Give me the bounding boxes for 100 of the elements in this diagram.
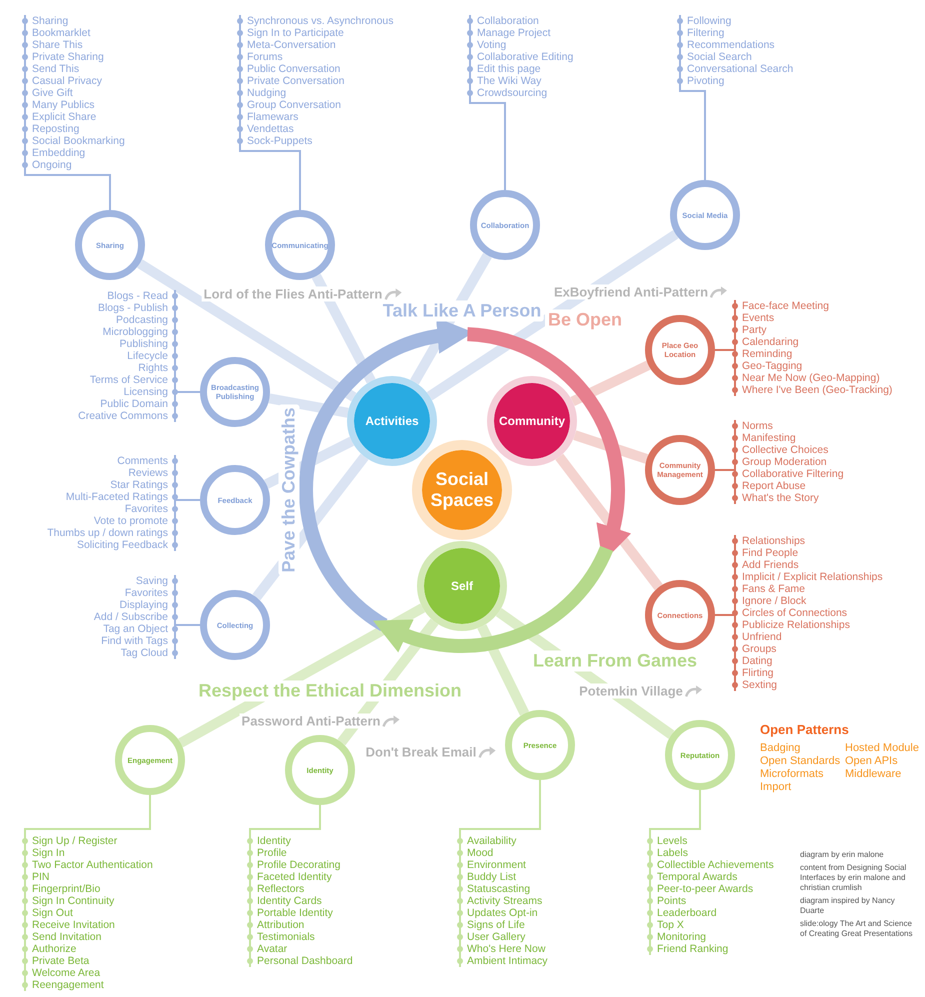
list-item: Manage Project <box>477 27 551 39</box>
list-item: Statuscasting <box>467 883 530 895</box>
list-item: Reengagement <box>32 979 104 991</box>
list-item: Send This <box>32 63 80 75</box>
list-item: Dating <box>742 655 772 667</box>
list-item: Following <box>687 15 732 27</box>
list-item: Add / Subscribe <box>94 611 168 623</box>
connector-line <box>137 259 356 402</box>
list-item: Collaborative Editing <box>477 51 574 63</box>
connector-line <box>252 454 369 600</box>
anti-pattern-label: Lord of the Flies Anti-Pattern <box>202 286 384 302</box>
list-item: Find People <box>742 547 798 559</box>
list-item: Public Conversation <box>247 63 340 75</box>
list-item: Peer-to-peer Awards <box>657 883 754 895</box>
list-item: Two Factor Authentication <box>32 859 153 871</box>
heading: Open Patterns <box>760 722 849 737</box>
list-item: Star Ratings <box>110 479 168 491</box>
list-item: Badging <box>760 742 800 754</box>
list-item: Ongoing <box>32 159 72 171</box>
list-item: Unfriend <box>742 631 782 643</box>
list-item: Fans & Fame <box>742 583 806 595</box>
list-item: Fingerprint/Bio <box>32 883 100 895</box>
list-item: Near Me Now (Geo-Mapping) <box>742 372 880 384</box>
connector-line <box>268 393 349 418</box>
list-item: Meta-Conversation <box>247 39 336 51</box>
list-item: Implicit / Explicit Relationships <box>742 571 883 583</box>
list-item: Give Gift <box>32 87 73 99</box>
list-item: Authorize <box>32 943 76 955</box>
list-item: Identity <box>257 835 291 847</box>
list-item: Displaying <box>120 599 168 611</box>
list-item: Availability <box>467 835 516 847</box>
list-item: Crowdsourcing <box>477 87 548 99</box>
list-item: Comments <box>117 455 168 467</box>
list-item: Open Standards <box>760 755 840 767</box>
list-item: Soliciting Feedback <box>76 539 168 551</box>
hub-label: Self <box>450 579 473 593</box>
list-item: Share This <box>32 39 83 51</box>
list-item: Terms of Service <box>90 374 168 386</box>
list-item: Profile <box>257 847 287 859</box>
list-item: Receive Invitation <box>32 919 115 931</box>
connector-line <box>555 454 663 590</box>
list-item: Open APIs <box>845 755 898 767</box>
list-item: Activity Streams <box>467 895 542 907</box>
connector-line <box>570 360 651 406</box>
anti-pattern-label: Don't Break Email <box>364 744 478 760</box>
list-item: Blogs - Read <box>107 290 168 302</box>
connector-line <box>573 430 648 464</box>
list-item: Testimonials <box>257 931 315 943</box>
list-item: Forums <box>247 51 283 63</box>
list-item: Avatar <box>257 943 288 955</box>
list-item: Sign In to Participate <box>247 27 344 39</box>
list-item: Blogs - Publish <box>98 302 168 314</box>
credit-text: content from Designing Social Interfaces by erin malone and christian crumlish <box>800 863 908 893</box>
list-item: Updates Opt-in <box>467 907 538 919</box>
list-item: Public Domain <box>100 398 168 410</box>
list-item: Many Publics <box>32 99 94 111</box>
list-item: Calendaring <box>742 336 799 348</box>
list-item: User Gallery <box>467 931 526 943</box>
list-item: Groups <box>742 643 776 655</box>
list-item: Lifecycle <box>127 350 168 362</box>
list-item: Collaborative Filtering <box>742 468 844 480</box>
list-item: Where I've Been (Geo-Tracking) <box>742 384 892 396</box>
list-item: Collective Choices <box>742 444 828 456</box>
hub-label: Community <box>499 414 565 428</box>
list-item: Vendettas <box>247 123 294 135</box>
list-item: Party <box>742 324 767 336</box>
list-item: Sharing <box>32 15 68 27</box>
credit-text: slide:ology The Art and Science of Creating Great Presentations <box>800 919 914 939</box>
principle-label: Pave the Cowpaths <box>278 404 300 576</box>
list-item: Geo-Tagging <box>742 360 802 372</box>
list-item: Faceted Identity <box>257 871 332 883</box>
list-item: Synchronous vs. Asynchronous <box>247 15 394 27</box>
list-item: Top X <box>657 919 684 931</box>
list-item: Saving <box>136 575 168 587</box>
list-item: Ambient Intimacy <box>467 955 548 967</box>
list-item: Publicize Relationships <box>742 619 850 631</box>
list-item: Publishing <box>120 338 168 350</box>
list-item: Voting <box>477 39 506 51</box>
list-item: Collaboration <box>477 15 539 27</box>
list-item: Manifesting <box>742 432 796 444</box>
connector-line <box>496 608 674 739</box>
list-item: Creative Commons <box>78 410 168 422</box>
list-item: Sign Up / Register <box>32 835 118 847</box>
anti-pattern-label: Password Anti-Pattern <box>240 714 382 728</box>
list-item: Profile Decorating <box>257 859 340 871</box>
list-item: Recommendations <box>687 39 775 51</box>
credit-text: diagram inspired by Nancy Duarte <box>800 896 896 916</box>
connector-line <box>178 604 426 748</box>
list-item: Environment <box>467 859 526 871</box>
list-item: Portable Identity <box>257 907 333 919</box>
list-item: Levels <box>657 835 688 847</box>
list-item: Collectible Achievements <box>657 859 774 871</box>
list-item: Podcasting <box>116 314 168 326</box>
list-item: Norms <box>742 420 773 432</box>
list-item: Welcome Area <box>32 967 100 979</box>
list-item: Relationships <box>742 535 806 547</box>
principle-label: Talk Like A Person <box>380 300 544 322</box>
list-item: Sign In <box>32 847 65 859</box>
list-item: Private Conversation <box>247 75 344 87</box>
list-item: Multi-Faceted Ratings <box>66 491 168 503</box>
